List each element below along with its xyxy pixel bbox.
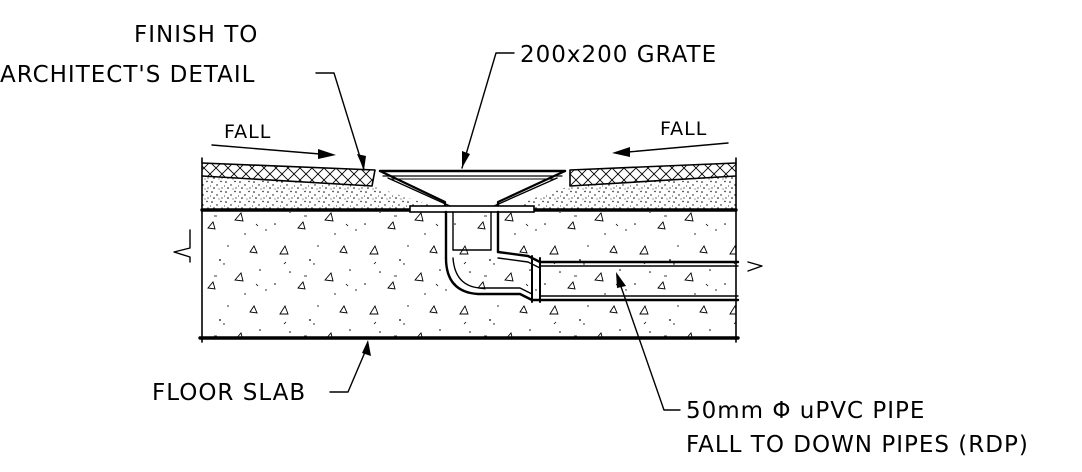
leader-arrow-icon xyxy=(616,272,626,288)
leader-finish xyxy=(315,72,365,171)
leader-arrow-icon xyxy=(362,340,371,356)
label-pipe-line2: FALL TO DOWN PIPES (RDP) xyxy=(686,432,1029,458)
arrow-left-icon xyxy=(612,147,630,157)
label-finish-line2: ARCHITECT'S DETAIL xyxy=(0,62,255,88)
label-grate: 200x200 GRATE xyxy=(520,42,717,68)
label-pipe-line1: 50mm Φ uPVC PIPE xyxy=(686,398,925,424)
leader-arrow-icon xyxy=(357,154,366,170)
label-finish-line1: FINISH TO xyxy=(134,22,258,48)
screed-left xyxy=(202,176,445,210)
leader-floor-slab xyxy=(329,344,369,393)
leader-grate xyxy=(461,52,515,169)
drain-flange xyxy=(409,205,535,213)
concrete-slab-fill xyxy=(202,212,736,338)
label-fall-left: FALL xyxy=(224,121,271,143)
leader-arrow-icon xyxy=(462,151,470,168)
screed-right xyxy=(500,176,736,210)
arrow-right-icon xyxy=(318,149,336,159)
leader-pipe xyxy=(617,277,681,411)
label-fall-right: FALL xyxy=(660,118,707,140)
section-geometry xyxy=(173,157,763,343)
label-floor-slab: FLOOR SLAB xyxy=(152,380,306,406)
